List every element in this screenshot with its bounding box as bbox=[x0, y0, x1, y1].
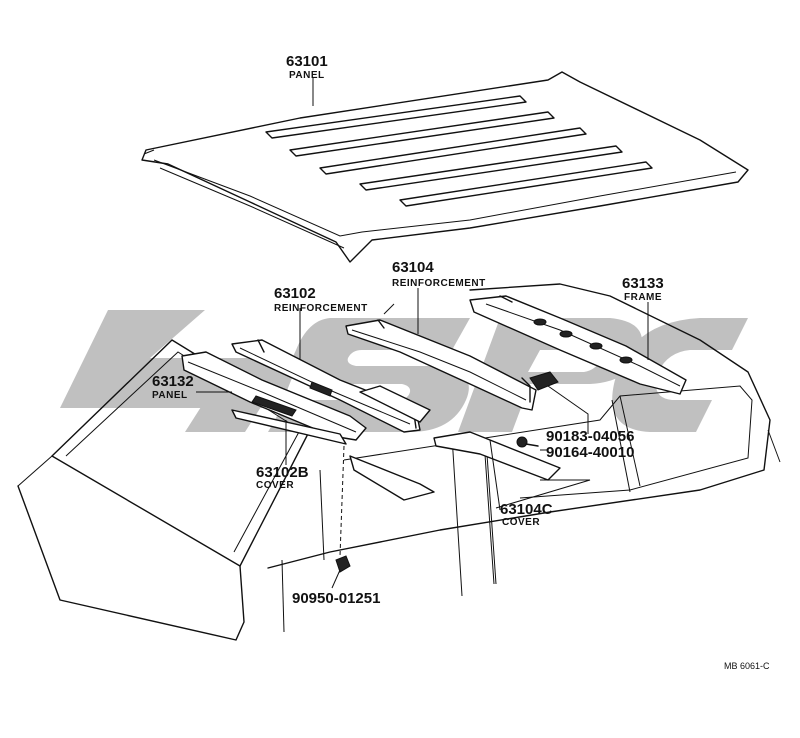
part-63102-reinforcement bbox=[231, 339, 421, 433]
label-63104: 63104 REINFORCEMENT bbox=[392, 259, 486, 289]
label-90164-40010: 90164-40010 bbox=[546, 444, 634, 461]
part-63104-reinforcement bbox=[345, 319, 537, 411]
label-63101-name: PANEL bbox=[289, 70, 325, 81]
label-63133: 63133 FRAME bbox=[622, 275, 664, 303]
label-63104c-number: 63104C bbox=[500, 501, 553, 518]
fastener-90183-04056 bbox=[529, 371, 559, 391]
diagram-code: MB 6061-C bbox=[724, 661, 770, 671]
fastener-90950-01251 bbox=[335, 555, 351, 573]
label-90950-01251: 90950-01251 bbox=[292, 590, 380, 607]
part-63102b-cover bbox=[231, 385, 435, 501]
label-63102b: 63102B COVER bbox=[256, 464, 309, 491]
part-63133-frame bbox=[469, 295, 687, 395]
label-63102-number: 63102 bbox=[274, 285, 316, 302]
label-63101-number: 63101 bbox=[286, 53, 328, 70]
label-63132: 63132 PANEL bbox=[152, 373, 194, 401]
label-90183-04056: 90183-04056 bbox=[546, 428, 634, 445]
label-63104-name: REINFORCEMENT bbox=[392, 278, 486, 289]
label-63104c-name: COVER bbox=[502, 517, 540, 528]
label-63133-name: FRAME bbox=[624, 292, 662, 303]
assembly-line-90950 bbox=[339, 445, 345, 557]
label-63102b-number: 63102B bbox=[256, 464, 309, 481]
fastener-90164-40010 bbox=[516, 436, 539, 448]
label-63102b-name: COVER bbox=[256, 480, 294, 491]
label-63132-number: 63132 bbox=[152, 373, 194, 390]
part-63101-roof-panel bbox=[141, 71, 749, 263]
label-63104c: 63104C COVER bbox=[500, 501, 553, 528]
part-63132-panel bbox=[181, 351, 367, 441]
label-63102: 63102 REINFORCEMENT bbox=[274, 285, 368, 314]
label-63132-name: PANEL bbox=[152, 390, 188, 401]
leader-lines bbox=[196, 78, 649, 589]
label-63101: 63101 PANEL bbox=[286, 53, 328, 81]
label-63104-number: 63104 bbox=[392, 259, 434, 276]
label-63102-name: REINFORCEMENT bbox=[274, 303, 368, 314]
label-63133-number: 63133 bbox=[622, 275, 664, 292]
